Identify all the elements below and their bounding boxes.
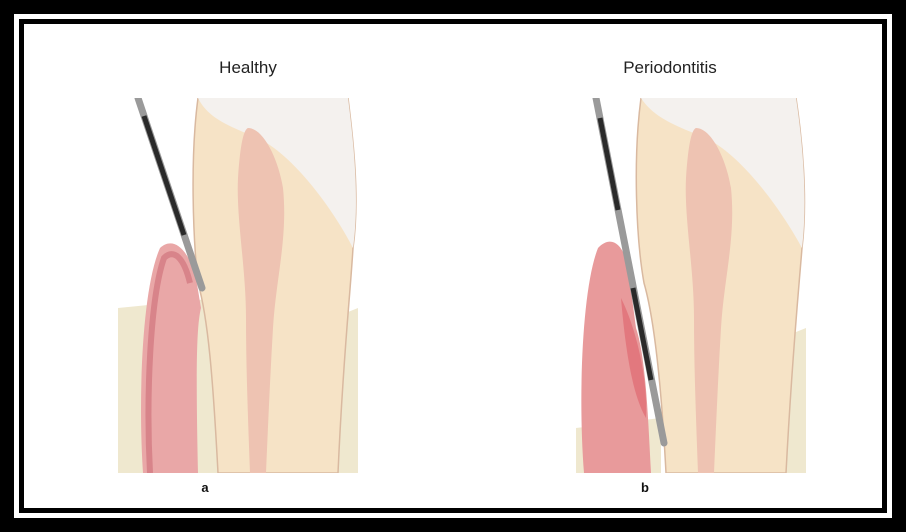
panel-title-healthy: Healthy xyxy=(148,58,348,78)
panel-label-a: a xyxy=(185,480,225,495)
panel-label-b: b xyxy=(625,480,665,495)
healthy-tooth-illustration xyxy=(98,98,358,473)
figure-canvas: Healthy a Periodontitis xyxy=(30,30,876,502)
periodontitis-tooth-illustration xyxy=(536,98,806,473)
panel-title-periodontitis: Periodontitis xyxy=(570,58,770,78)
